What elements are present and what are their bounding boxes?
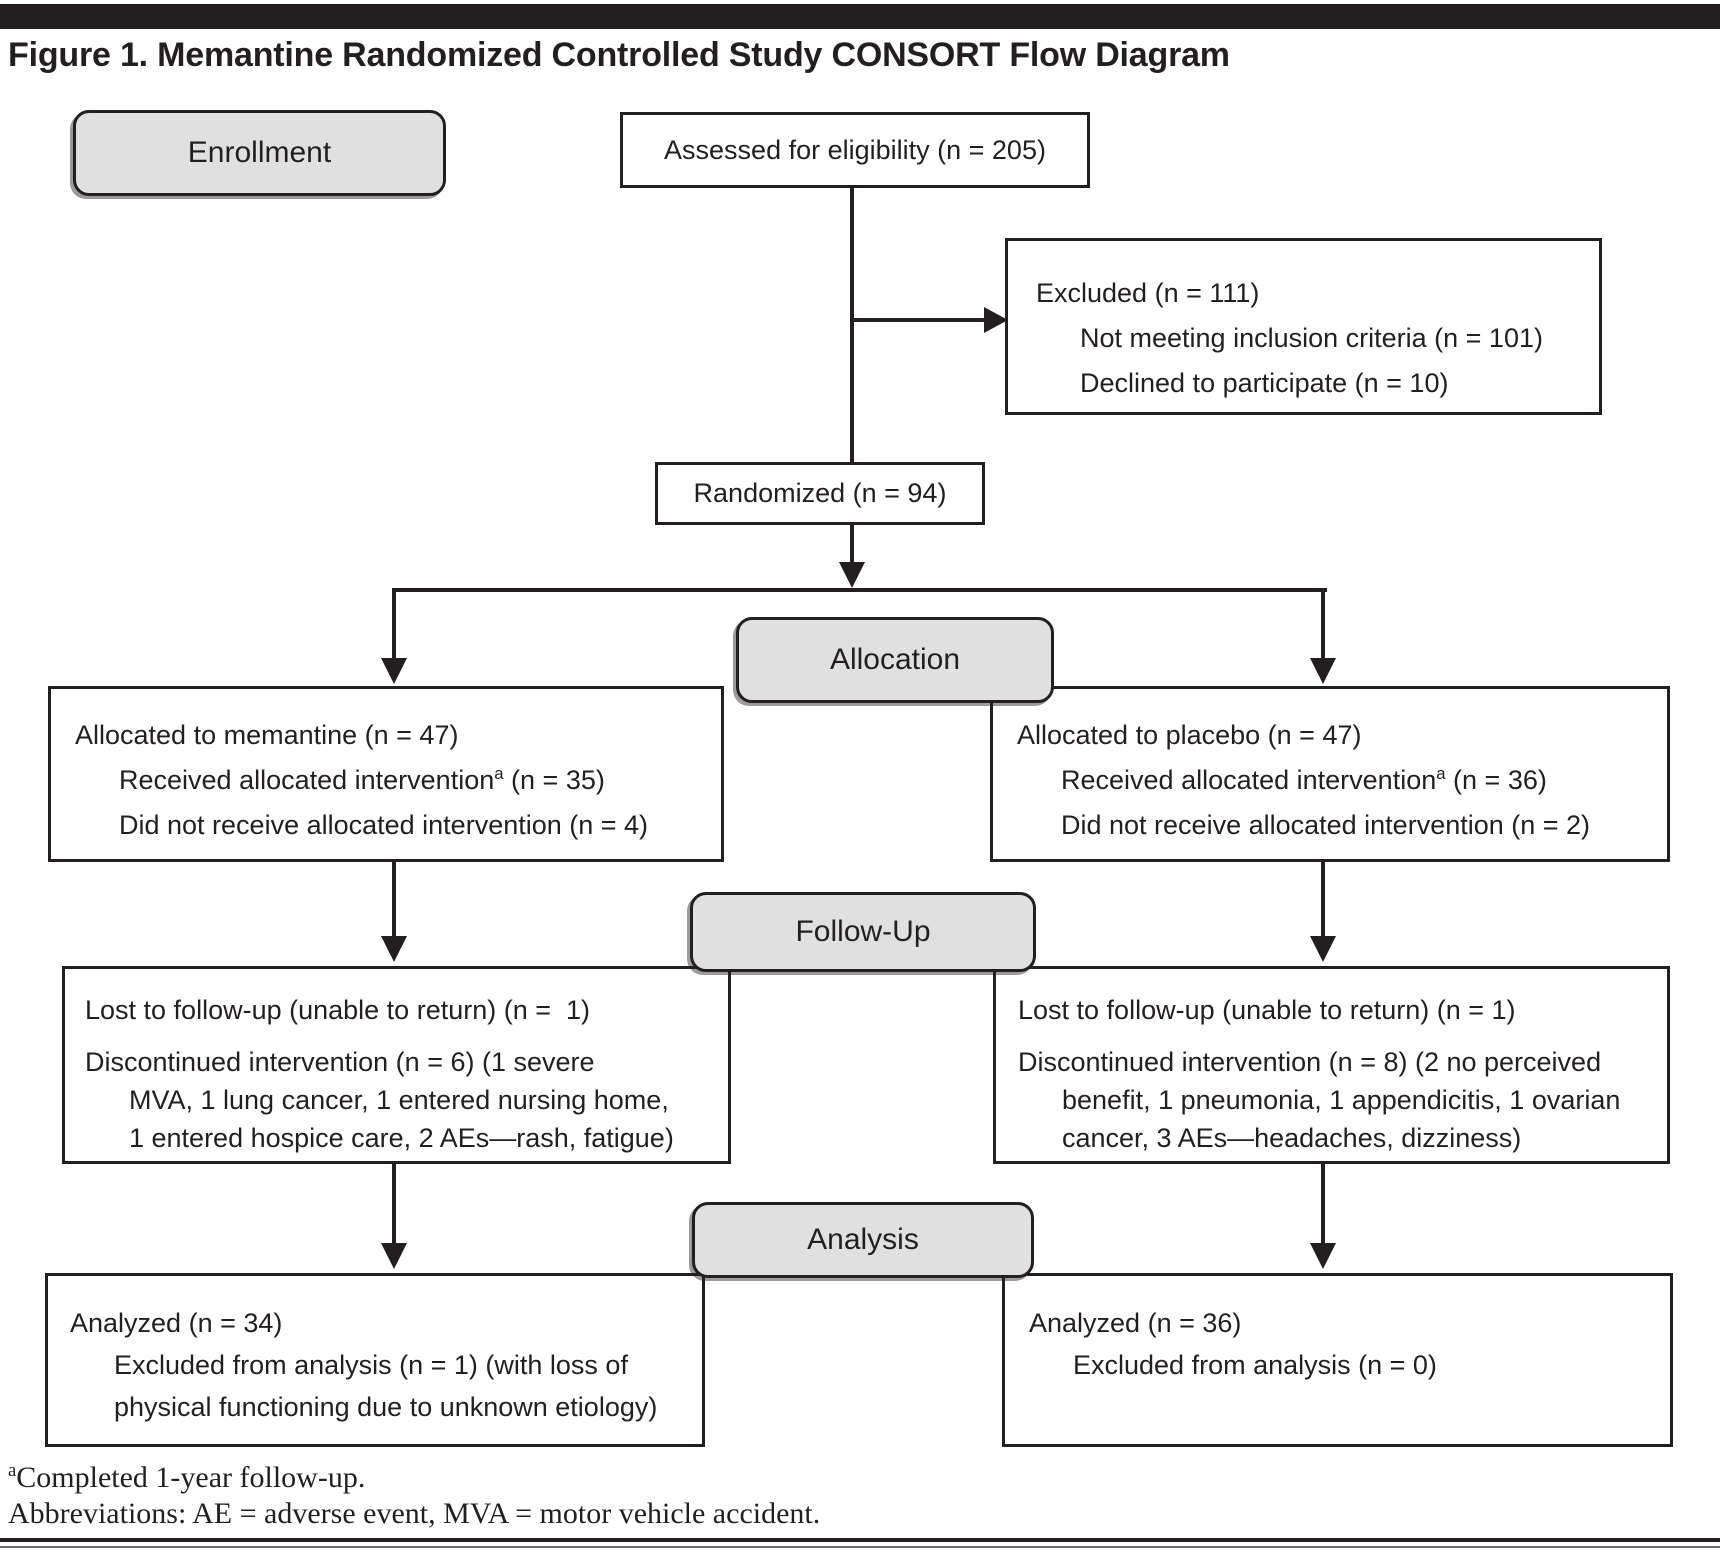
- arrowhead-split: [839, 562, 865, 588]
- text-line: physical functioning due to unknown etio…: [114, 1392, 658, 1422]
- arrowhead-memantine-followup: [381, 936, 407, 962]
- analyzed-memantine-box: Analyzed (n = 34) Excluded from analysis …: [45, 1273, 705, 1447]
- enrollment-stage-text: Enrollment: [187, 136, 332, 169]
- bottom-rule: [0, 1538, 1720, 1542]
- allocation-stage-label: Allocation: [736, 617, 1054, 703]
- connector-placebo-allocation-to-followup: [1321, 862, 1325, 936]
- footnote-abbreviations-text: Abbreviations: AE = adverse event, MVA =…: [8, 1497, 821, 1530]
- connector-excluded-branch: [850, 318, 986, 322]
- excluded-box: Excluded (n = 111) Not meeting inclusion …: [1005, 238, 1602, 415]
- text-line: Lost to follow-up (unable to return) (n …: [85, 995, 591, 1025]
- figure-title: Figure 1. Memantine Randomized Controlle…: [8, 36, 1230, 74]
- connector-memantine-allocation-to-followup: [392, 862, 396, 936]
- assessed-eligibility-box: Assessed for eligibility (n = 205): [620, 112, 1090, 188]
- text-line: Received allocated interventiona (n = 36…: [1061, 764, 1547, 795]
- connector-randomized-to-split: [850, 525, 854, 565]
- text-line: Did not receive allocated intervention (…: [119, 810, 649, 840]
- allocation-stage-text: Allocation: [829, 643, 961, 676]
- text-line: Allocated to memantine (n = 47): [75, 720, 459, 750]
- text-line: Discontinued intervention (n = 8) (2 no …: [1018, 1047, 1602, 1077]
- text-line: cancer, 3 AEs—headaches, dizziness): [1062, 1123, 1522, 1153]
- text-line: Excluded from analysis (n = 0): [1073, 1350, 1437, 1380]
- text-line: Excluded (n = 111): [1036, 278, 1260, 308]
- text-line: Analyzed (n = 36): [1029, 1308, 1242, 1338]
- top-rule: [0, 4, 1720, 29]
- text-line: MVA, 1 lung cancer, 1 entered nursing ho…: [129, 1085, 669, 1115]
- superscript-marker: a: [1436, 764, 1446, 783]
- followup-stage-label: Follow-Up: [690, 892, 1036, 972]
- footnote-abbreviations: Abbreviations: AE = adverse event, MVA =…: [8, 1496, 820, 1532]
- connector-placebo-followup-to-analysis: [1321, 1164, 1325, 1243]
- followup-stage-text: Follow-Up: [795, 915, 931, 948]
- text-line: Lost to follow-up (unable to return) (n …: [1018, 995, 1516, 1025]
- text-line: Declined to participate (n = 10): [1080, 368, 1449, 398]
- text-line: Discontinued intervention (n = 6) (1 sev…: [85, 1047, 595, 1077]
- assessed-eligibility-text: Assessed for eligibility (n = 205): [664, 134, 1046, 165]
- footnote-completed-text: Completed 1-year follow-up.: [16, 1461, 366, 1494]
- enrollment-stage-label: Enrollment: [73, 110, 446, 196]
- randomized-box: Randomized (n = 94): [655, 462, 985, 525]
- connector-split-to-placebo: [1321, 588, 1325, 658]
- bottom-rule-shadow: [0, 1546, 1720, 1548]
- arrowhead-memantine-analysis: [381, 1243, 407, 1269]
- analysis-stage-label: Analysis: [692, 1202, 1034, 1278]
- text-line: Received allocated interventiona (n = 35…: [119, 764, 605, 795]
- arrowhead-placebo-allocation: [1310, 658, 1336, 684]
- footnote-completed: aCompleted 1-year follow-up.: [8, 1460, 365, 1496]
- split-line: [392, 588, 1327, 592]
- randomized-text: Randomized (n = 94): [693, 478, 947, 508]
- allocated-memantine-box: Allocated to memantine (n = 47) Received …: [48, 686, 724, 862]
- connector-memantine-followup-to-analysis: [392, 1164, 396, 1243]
- arrowhead-excluded: [984, 307, 1008, 333]
- connector-assessed-to-randomized: [850, 188, 854, 462]
- arrowhead-memantine-allocation: [381, 658, 407, 684]
- text-line: Not meeting inclusion criteria (n = 101): [1080, 323, 1543, 353]
- footnote-marker-a: a: [8, 1460, 17, 1481]
- text-line: Allocated to placebo (n = 47): [1017, 720, 1362, 750]
- text-line: Analyzed (n = 34): [70, 1308, 283, 1338]
- analyzed-placebo-box: Analyzed (n = 36) Excluded from analysis …: [1002, 1273, 1673, 1447]
- text-line: benefit, 1 pneumonia, 1 appendicitis, 1 …: [1062, 1085, 1621, 1115]
- arrowhead-placebo-analysis: [1310, 1243, 1336, 1269]
- text-line: Did not receive allocated intervention (…: [1061, 810, 1591, 840]
- connector-split-to-memantine: [392, 588, 396, 658]
- text-line: 1 entered hospice care, 2 AEs—rash, fati…: [129, 1123, 674, 1153]
- superscript-marker: a: [494, 764, 504, 783]
- followup-placebo-box: Lost to follow-up (unable to return) (n …: [993, 966, 1670, 1164]
- followup-memantine-box: Lost to follow-up (unable to return) (n …: [62, 966, 731, 1164]
- analysis-stage-text: Analysis: [807, 1223, 919, 1256]
- arrowhead-placebo-followup: [1310, 936, 1336, 962]
- allocated-placebo-box: Allocated to placebo (n = 47) Received al…: [990, 686, 1670, 862]
- text-line: Excluded from analysis (n = 1) (with los…: [114, 1350, 628, 1380]
